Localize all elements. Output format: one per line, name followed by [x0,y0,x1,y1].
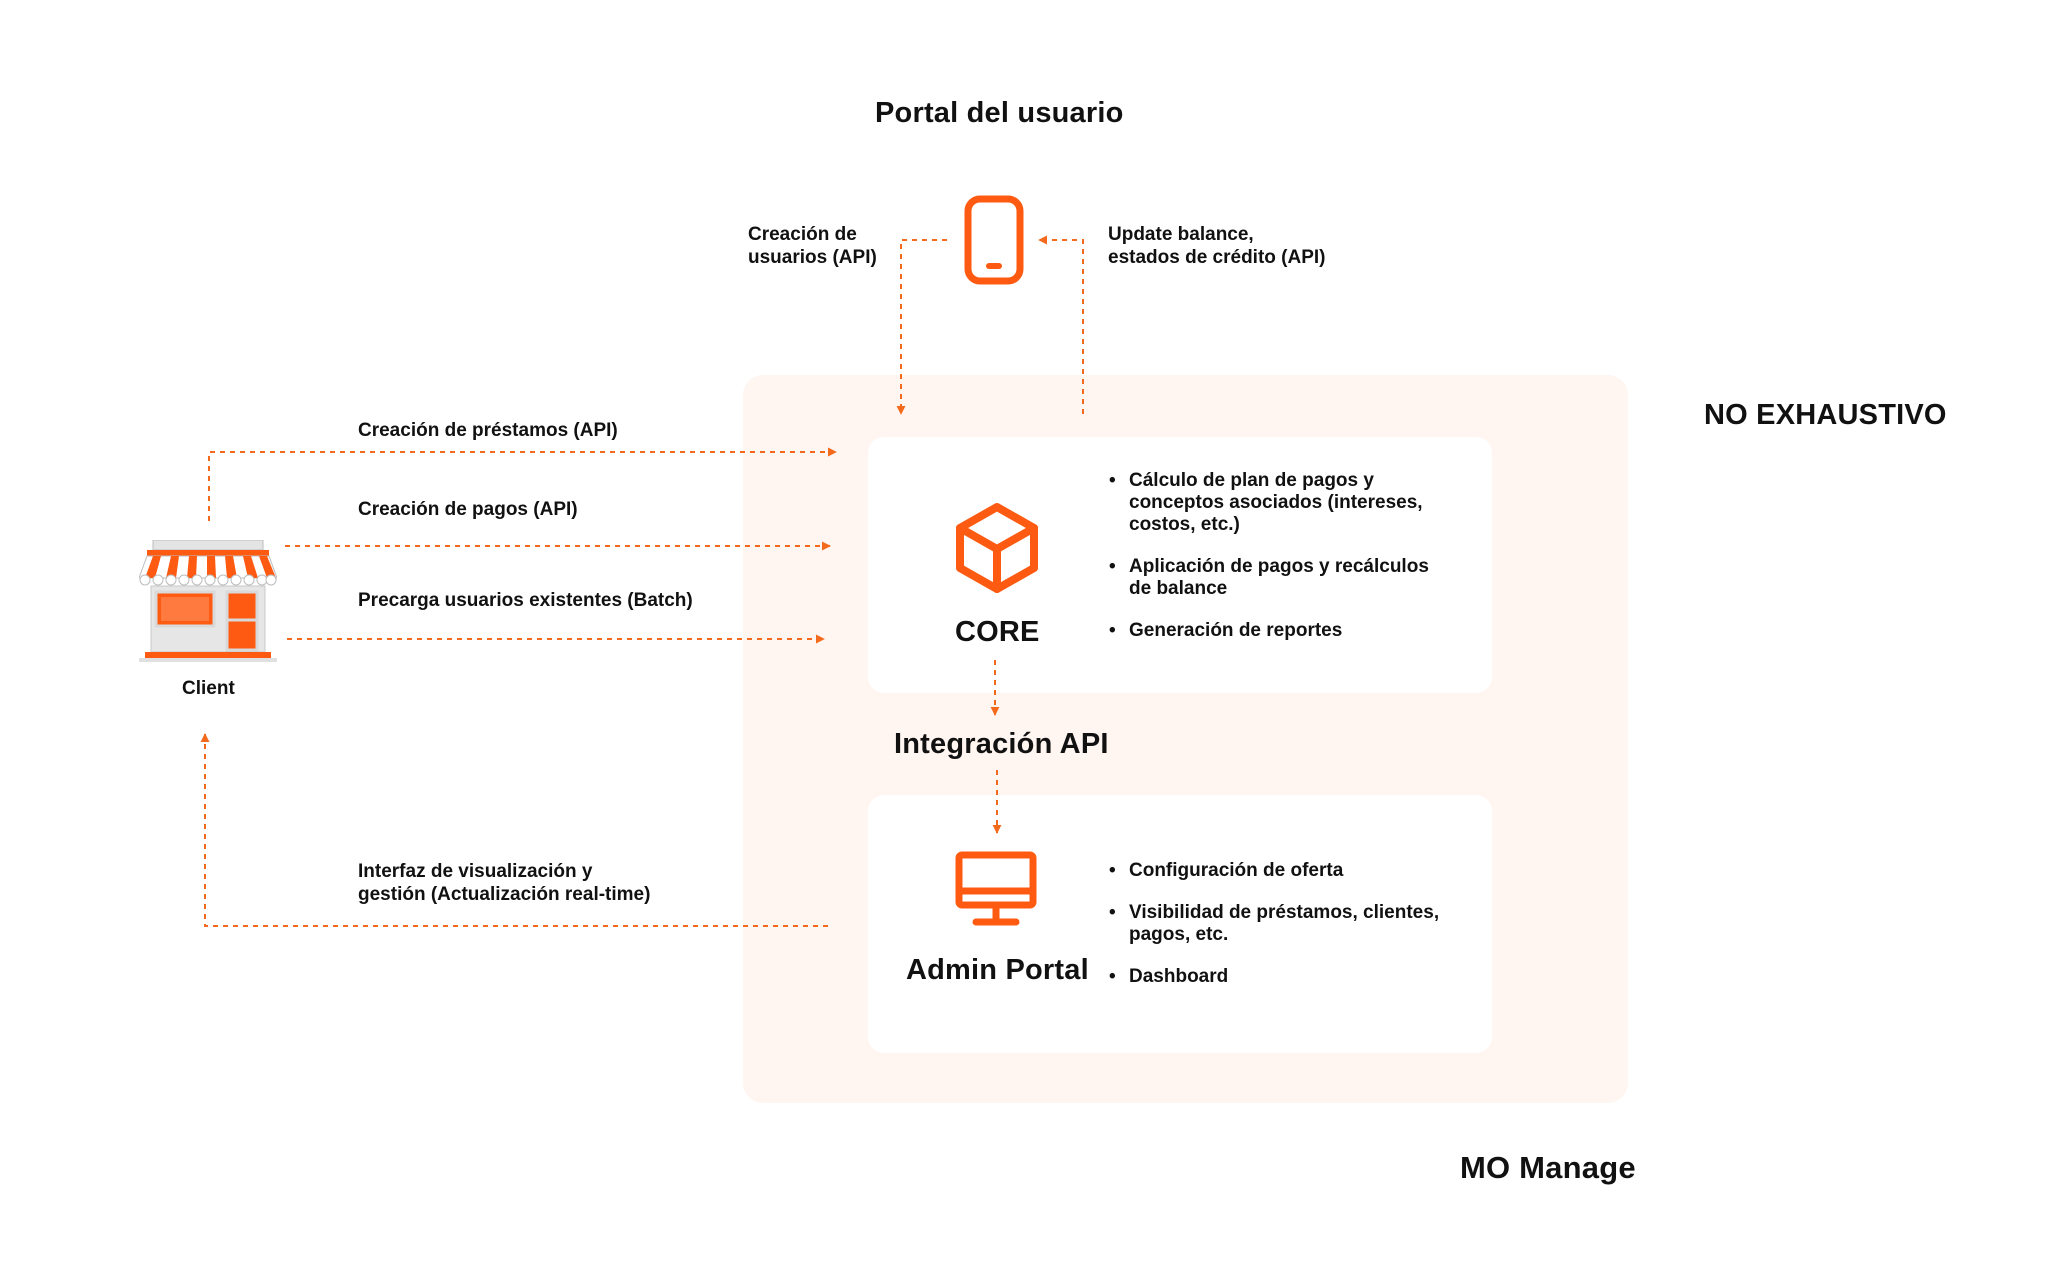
admin-portal-label: Admin Portal [906,954,1089,986]
mo-manage-label: MO Manage [1460,1150,1636,1185]
core-feature-item: Cálculo de plan de pagos y conceptos aso… [1107,470,1429,536]
cube-icon [954,502,1040,594]
core-feature-item: Generación de reportes [1107,620,1429,642]
storefront-icon [138,539,278,662]
smartphone-icon [964,195,1024,285]
integracion-api-label: Integración API [894,728,1109,760]
label-creacion-usuarios: Creación de usuarios (API) [748,224,877,268]
label-creacion-prestamos: Creación de préstamos (API) [358,420,618,441]
admin-feature-item: Visibilidad de préstamos, clientes, pago… [1107,902,1439,946]
label-precarga: Precarga usuarios existentes (Batch) [358,590,693,611]
client-label: Client [182,678,235,699]
no-exhaustivo-label: NO EXHAUSTIVO [1704,399,1947,431]
label-creacion-pagos: Creación de pagos (API) [358,499,578,520]
admin-feature-item: Configuración de oferta [1107,860,1439,882]
portal-title: Portal del usuario [875,97,1124,129]
core-feature-item: Aplicación de pagos y recálculos de bala… [1107,556,1429,600]
core-label: CORE [955,616,1040,648]
admin-features-list: Configuración de oferta Visibilidad de p… [1107,860,1439,1008]
monitor-icon [954,850,1038,928]
label-update-balance: Update balance, estados de crédito (API) [1108,224,1326,268]
core-features-list: Cálculo de plan de pagos y conceptos aso… [1107,470,1429,662]
arrow-update-balance [1038,235,1084,414]
label-interfaz: Interfaz de visualización y gestión (Act… [358,861,651,905]
arrow-creacion-usuarios [896,239,947,415]
arrow-creacion-prestamos [208,447,837,521]
admin-feature-item: Dashboard [1107,966,1439,988]
arrow-interfaz [200,733,828,927]
